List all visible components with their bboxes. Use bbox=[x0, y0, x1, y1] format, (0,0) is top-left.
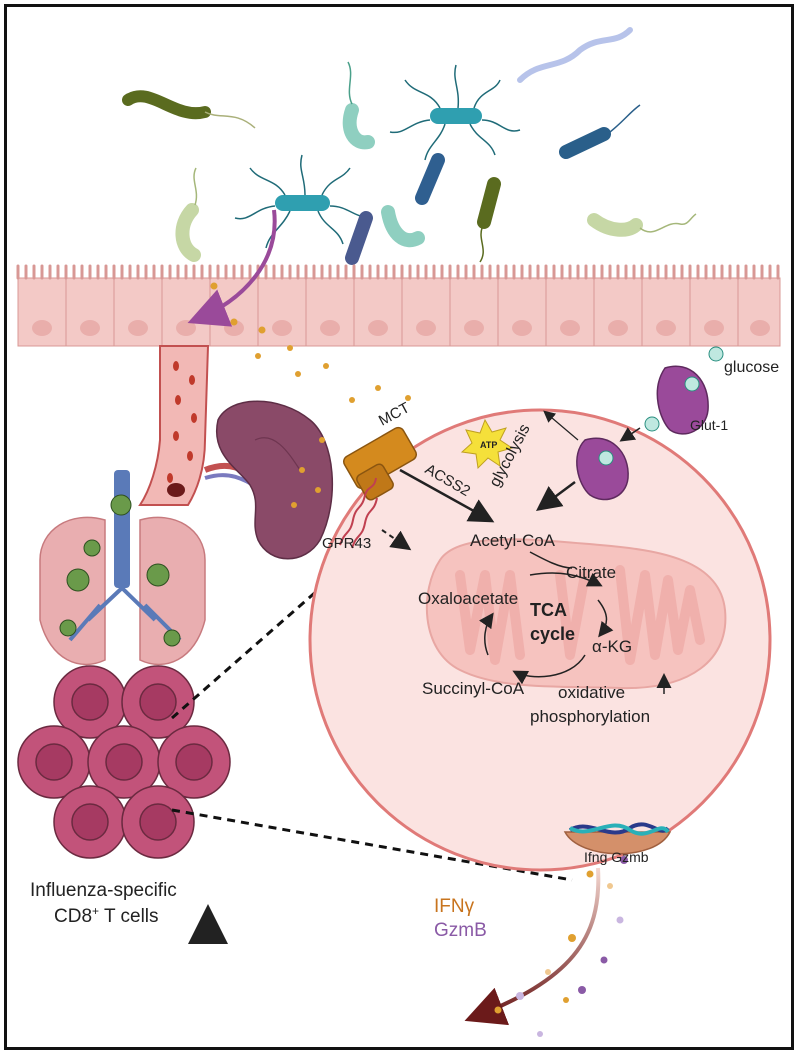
microbe-translocation-arrow bbox=[187, 209, 277, 327]
label-mct: MCT bbox=[376, 399, 413, 429]
scfa-particles bbox=[210, 282, 447, 508]
label-tca: TCA bbox=[530, 600, 567, 620]
microbe-lavender-spiral bbox=[517, 27, 633, 83]
glycolysis-arrow bbox=[543, 410, 579, 441]
t-cell bbox=[121, 665, 195, 739]
t-cell bbox=[17, 725, 91, 799]
label-oxidative: oxidative bbox=[558, 683, 625, 702]
secreted-cytokines bbox=[494, 856, 628, 1037]
label-ifng: IFNγ bbox=[434, 896, 475, 917]
microbe-teal-flagellated-center bbox=[234, 154, 373, 249]
acss2-arrow bbox=[399, 468, 495, 523]
label-tcells-line1: Influenza-specific bbox=[30, 880, 177, 901]
label-oxaloacetate: Oxaloacetate bbox=[418, 589, 518, 608]
figure-frame bbox=[4, 4, 794, 1050]
zoom-line-upper bbox=[171, 588, 319, 720]
label-phosphorylation: phosphorylation bbox=[530, 707, 650, 726]
atp-burst-icon bbox=[460, 418, 514, 470]
cytokine-secretion-arrow bbox=[464, 867, 601, 1026]
cd8-t-cell-cluster bbox=[17, 665, 231, 859]
label-tcells-line2: CD8+ T cells bbox=[54, 904, 159, 927]
label-atp: ATP bbox=[480, 440, 497, 450]
label-genes: Ifng Gzmb bbox=[584, 849, 649, 865]
t-cell bbox=[157, 725, 231, 799]
microbe-green-rod bbox=[122, 90, 256, 129]
tca-cycle-arrows bbox=[478, 551, 614, 685]
label-succinyl-coa: Succinyl-CoA bbox=[422, 679, 525, 698]
microbe-pale-green-comma-left bbox=[175, 167, 201, 262]
glut1-transporters bbox=[576, 346, 724, 501]
label-glut1: Glut-1 bbox=[690, 417, 728, 433]
label-glucose: glucose bbox=[724, 359, 779, 376]
microbe-mint-comma-1 bbox=[342, 61, 375, 150]
microbe-navy-rod-2 bbox=[345, 211, 373, 265]
lungs bbox=[39, 470, 206, 666]
influenza-virus-icons bbox=[59, 494, 181, 647]
gpr43-receptor bbox=[339, 477, 378, 549]
microbe-teal-flagellated-top bbox=[389, 64, 521, 161]
microbe-olive-rod bbox=[477, 177, 501, 263]
microbe-navy-rod-3 bbox=[559, 104, 641, 159]
spleen bbox=[215, 400, 334, 560]
label-citrate: Citrate bbox=[566, 563, 616, 582]
intestinal-epithelium bbox=[16, 264, 781, 347]
label-acetyl-coa: Acetyl-CoA bbox=[470, 531, 556, 550]
glucose-to-acetylcoa-arrow bbox=[535, 480, 576, 511]
gut-microbes bbox=[122, 27, 697, 265]
label-cycle: cycle bbox=[530, 624, 575, 644]
nucleus bbox=[563, 822, 672, 855]
t-cell bbox=[53, 785, 127, 859]
glucose-uptake-arrow bbox=[619, 427, 641, 442]
microbe-mint-comma-2 bbox=[381, 205, 425, 248]
t-cell bbox=[121, 785, 195, 859]
microbe-navy-rod-1 bbox=[415, 153, 445, 205]
label-gzmb: GzmB bbox=[434, 920, 487, 941]
label-gpr43: GPR43 bbox=[322, 535, 371, 552]
t-cell bbox=[53, 665, 127, 739]
label-alpha-kg: α-KG bbox=[592, 637, 632, 656]
microbe-pale-green-comma-right bbox=[587, 213, 697, 237]
